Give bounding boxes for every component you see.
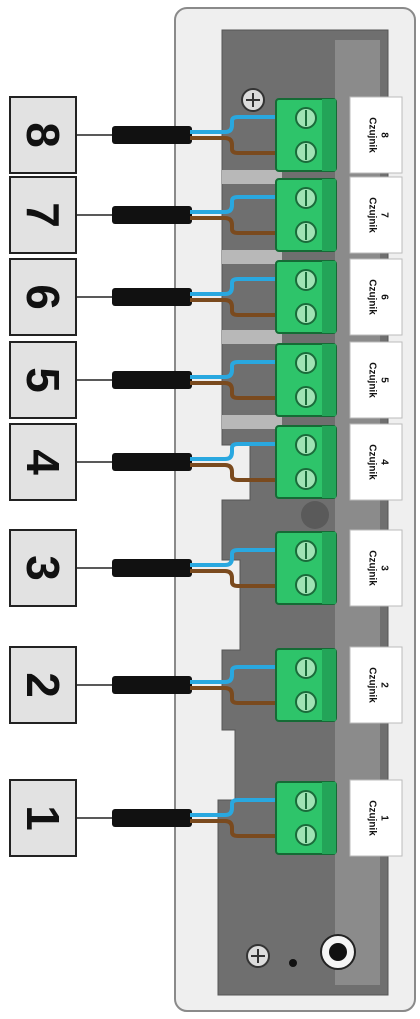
screw-bottom-icon [246, 944, 270, 968]
wire-brown [190, 216, 280, 235]
sensor-label-number: 3 [379, 565, 390, 571]
terminal-lever [322, 782, 336, 854]
wire-brown [190, 381, 280, 400]
channel-number: 7 [17, 202, 69, 228]
screw-top-icon [241, 88, 265, 112]
sensor-label-card [349, 341, 403, 419]
channel-number: 4 [17, 449, 69, 475]
channel-number: 6 [17, 284, 69, 310]
channel-number: 2 [17, 672, 69, 698]
wire-brown [190, 819, 280, 838]
sensor-label-number: 5 [379, 377, 390, 383]
sensor-label-number: 7 [379, 212, 390, 218]
wire-blue [190, 195, 280, 214]
channel-number-box [9, 646, 77, 724]
sensor-label: Czujnik [367, 117, 378, 153]
channel-number: 5 [17, 367, 69, 393]
boss-top [301, 501, 329, 529]
sensor-cable [112, 559, 192, 577]
wire-brown [190, 463, 280, 482]
channel-number: 3 [17, 555, 69, 581]
sensor-label: Czujnik [367, 279, 378, 315]
wire-blue [190, 277, 280, 296]
sensor-label-card [349, 176, 403, 254]
sensor-cable [112, 288, 192, 306]
sensor-cable [112, 206, 192, 224]
sensor-label-card [349, 779, 403, 857]
sensor-label: Czujnik [367, 667, 378, 703]
terminal-lever [322, 344, 336, 416]
channel-number-box [9, 423, 77, 501]
wire-blue [190, 798, 280, 817]
wire-blue [190, 442, 280, 461]
terminal-lever [322, 99, 336, 171]
wire-blue [190, 665, 280, 684]
terminal-lever [322, 426, 336, 498]
sensor-label: Czujnik [367, 550, 378, 586]
terminal-lever [322, 261, 336, 333]
sensor-label: Czujnik [367, 800, 378, 836]
channel-number-box [9, 529, 77, 607]
sensor-cable [112, 676, 192, 694]
sensor-label: Czujnik [367, 362, 378, 398]
panel-slots [222, 170, 282, 429]
sensor-label-card [349, 258, 403, 336]
terminal-lever [322, 179, 336, 251]
sensor-label: Czujnik [367, 444, 378, 480]
terminal-lever [322, 649, 336, 721]
wire-blue [190, 115, 280, 134]
led-indicator [289, 959, 297, 967]
sensor-label-number: 8 [379, 132, 390, 138]
sensor-label-number: 6 [379, 294, 390, 300]
terminal-lever [322, 532, 336, 604]
sensor-label-card [349, 96, 403, 174]
sensor-cable [112, 809, 192, 827]
power-socket-icon [320, 934, 356, 970]
sensor-cable [112, 126, 192, 144]
sensor-cable [112, 371, 192, 389]
sensor-label-number: 4 [379, 459, 390, 465]
wire-brown [190, 686, 280, 705]
channel-number: 1 [17, 805, 69, 831]
wire-brown [190, 136, 280, 155]
sensor-label: Czujnik [367, 197, 378, 233]
channel-number-box [9, 779, 77, 857]
sensor-label-number: 1 [379, 815, 390, 821]
wire-blue [190, 360, 280, 379]
sensor-label-number: 2 [379, 682, 390, 688]
sensor-cable [112, 453, 192, 471]
sensor-label-card [349, 529, 403, 607]
channel-number: 8 [17, 122, 69, 148]
sensor-label-card [349, 423, 403, 501]
sensor-label-card [349, 646, 403, 724]
wire-brown [190, 298, 280, 317]
wire-blue [190, 548, 280, 567]
channel-number-box [9, 258, 77, 336]
wire-brown [190, 569, 280, 588]
